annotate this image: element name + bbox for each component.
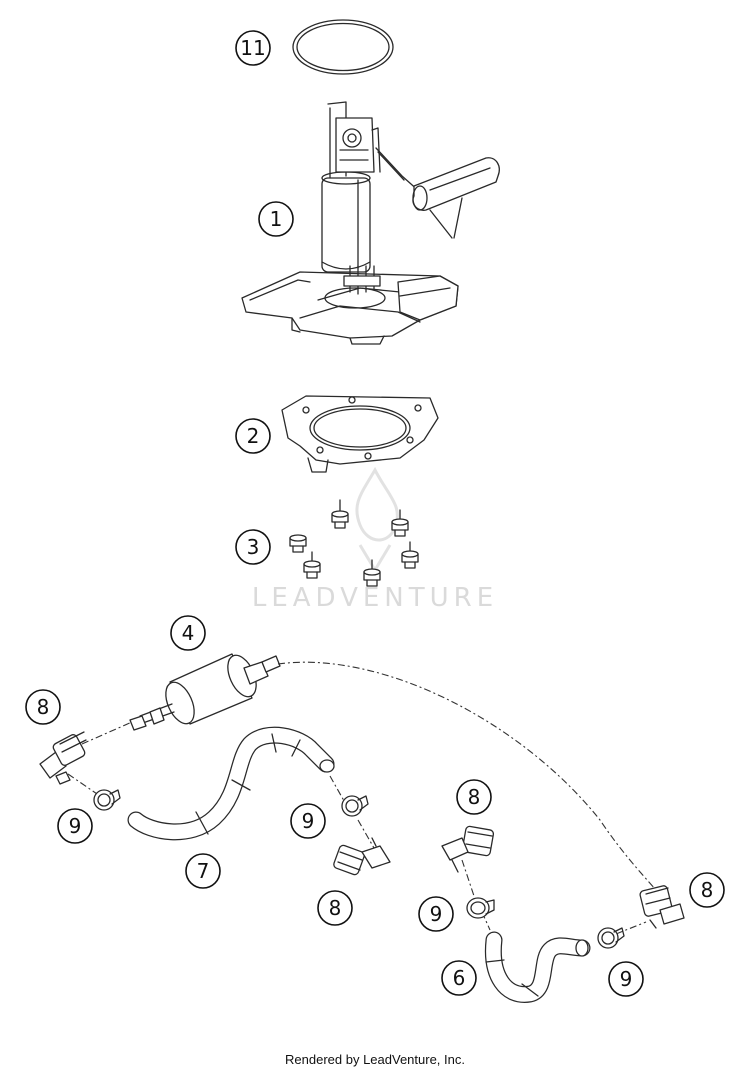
callout-2[interactable]: 2 xyxy=(235,418,271,454)
svg-text:8: 8 xyxy=(37,695,50,719)
svg-text:7: 7 xyxy=(197,859,210,883)
gasket-part-2 xyxy=(281,395,439,473)
watermark: LEADVENTURE xyxy=(252,466,498,613)
footer-credit: Rendered by LeadVenture, Inc. xyxy=(285,1052,465,1067)
screws-part-3 xyxy=(289,499,419,587)
svg-text:8: 8 xyxy=(701,878,714,902)
clamp-a xyxy=(93,789,121,811)
connector-left xyxy=(39,731,87,785)
callout-9-left[interactable]: 9 xyxy=(57,808,93,844)
clamp-d xyxy=(597,927,625,949)
svg-text:3: 3 xyxy=(247,535,260,559)
svg-text:9: 9 xyxy=(430,902,443,926)
clamps-part-9 xyxy=(93,789,625,949)
svg-text:11: 11 xyxy=(240,36,265,60)
svg-text:8: 8 xyxy=(329,896,342,920)
callout-8-middle[interactable]: 8 xyxy=(317,890,353,926)
callout-11[interactable]: 11 xyxy=(235,30,271,66)
svg-text:1: 1 xyxy=(270,207,283,231)
clamp-b xyxy=(341,795,369,817)
svg-text:4: 4 xyxy=(182,621,195,645)
hose-part-7 xyxy=(127,726,335,841)
connector-right-lower xyxy=(639,885,685,929)
callout-9-middle[interactable]: 9 xyxy=(290,803,326,839)
callout-8-right-upper[interactable]: 8 xyxy=(456,779,492,815)
callout-9-right-upper[interactable]: 9 xyxy=(418,896,454,932)
watermark-flame-icon xyxy=(355,466,399,573)
callout-8-right-lower[interactable]: 8 xyxy=(689,872,725,908)
connectors-part-8 xyxy=(39,731,685,929)
connector-middle xyxy=(333,837,391,876)
fuel-pump-part-1 xyxy=(241,101,500,345)
callout-1[interactable]: 1 xyxy=(258,201,294,237)
svg-text:9: 9 xyxy=(302,809,315,833)
clamp-c xyxy=(466,897,495,919)
callout-3[interactable]: 3 xyxy=(235,529,271,565)
fuel-filter-part-4 xyxy=(129,653,281,731)
o-ring-part-11 xyxy=(292,19,394,75)
callout-7[interactable]: 7 xyxy=(185,853,221,889)
hose-part-6 xyxy=(484,931,591,1003)
svg-text:8: 8 xyxy=(468,785,481,809)
callout-4[interactable]: 4 xyxy=(170,615,206,651)
svg-text:9: 9 xyxy=(620,967,633,991)
callout-8-left[interactable]: 8 xyxy=(25,689,61,725)
svg-text:2: 2 xyxy=(247,424,260,448)
callout-6[interactable]: 6 xyxy=(441,960,477,996)
watermark-text: LEADVENTURE xyxy=(252,583,498,613)
svg-text:6: 6 xyxy=(453,966,466,990)
connector-right-upper xyxy=(441,825,495,873)
svg-text:9: 9 xyxy=(69,814,82,838)
callout-9-right-lower[interactable]: 9 xyxy=(608,961,644,997)
